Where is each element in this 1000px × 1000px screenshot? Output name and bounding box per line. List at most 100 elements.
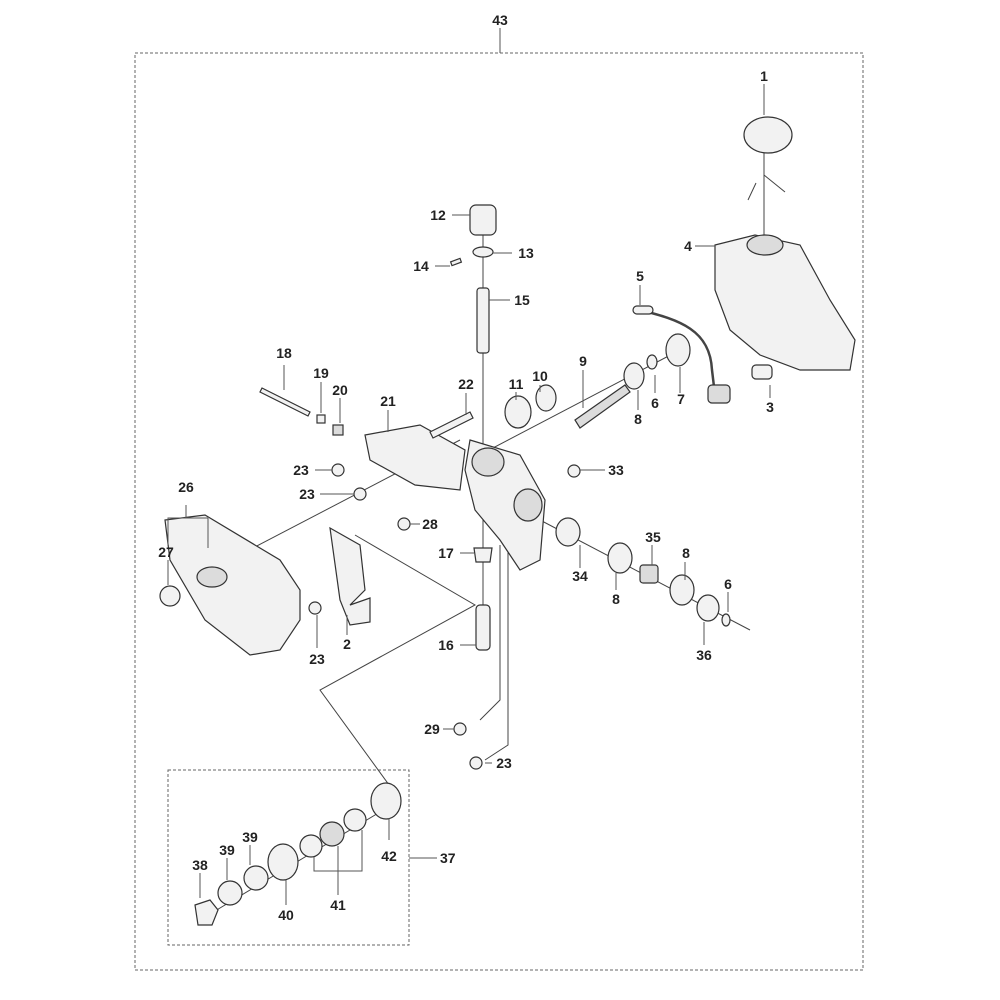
callout-2: 2 bbox=[343, 636, 351, 652]
callout-36: 36 bbox=[696, 647, 712, 663]
part-bearing-upper bbox=[623, 362, 645, 390]
part-housing-bore bbox=[471, 447, 505, 477]
callout-39-b: 39 bbox=[242, 829, 258, 845]
part-screw-29 bbox=[453, 722, 467, 736]
part-plate bbox=[316, 414, 326, 424]
callout-8-lower-right: 8 bbox=[682, 545, 690, 561]
part-pinion bbox=[555, 517, 581, 547]
callout-4: 4 bbox=[684, 238, 692, 254]
part-bearing-lower-1 bbox=[607, 542, 633, 574]
part-oil-hose bbox=[639, 308, 717, 396]
part-worm-gear bbox=[476, 287, 490, 354]
callout-16: 16 bbox=[438, 637, 454, 653]
part-screw-22 bbox=[429, 411, 474, 439]
part-washer-41b bbox=[343, 808, 367, 832]
callout-1: 1 bbox=[760, 68, 768, 84]
callout-20: 20 bbox=[332, 382, 348, 398]
callout-29: 29 bbox=[424, 721, 440, 737]
part-cap-strap bbox=[747, 174, 786, 201]
part-hose-fitting bbox=[707, 384, 731, 404]
callout-13: 13 bbox=[518, 245, 534, 261]
part-washer-41a bbox=[299, 834, 323, 858]
callout-40: 40 bbox=[278, 907, 294, 923]
axis-bolt23 bbox=[484, 545, 509, 761]
part-guard-plate bbox=[329, 526, 371, 626]
part-washer-39b bbox=[243, 865, 269, 891]
callout-10: 10 bbox=[532, 368, 548, 384]
part-nipple bbox=[751, 364, 773, 380]
part-sleeve bbox=[475, 604, 491, 651]
part-tank-neck bbox=[746, 234, 784, 256]
part-long-bolt bbox=[259, 387, 311, 417]
part-snap-ring bbox=[696, 594, 720, 622]
part-washer-40 bbox=[267, 843, 299, 881]
part-bearing-lower-2 bbox=[669, 574, 695, 606]
part-bolt-38 bbox=[194, 899, 219, 926]
callout-15: 15 bbox=[514, 292, 530, 308]
callout-8-upper: 8 bbox=[634, 411, 642, 427]
part-nut bbox=[159, 585, 181, 607]
callout-12: 12 bbox=[430, 207, 446, 223]
callout-6-upper: 6 bbox=[651, 395, 659, 411]
callout-33: 33 bbox=[608, 462, 624, 478]
callout-43: 43 bbox=[492, 12, 508, 28]
part-oil-tank bbox=[714, 234, 856, 371]
callout-3: 3 bbox=[766, 399, 774, 415]
callout-39-a: 39 bbox=[219, 842, 235, 858]
axis-zigzag bbox=[319, 534, 477, 801]
callout-9: 9 bbox=[579, 353, 587, 369]
callout-26: 26 bbox=[178, 479, 194, 495]
callout-17: 17 bbox=[438, 545, 454, 561]
part-housing-bore-2 bbox=[513, 488, 543, 522]
callout-21: 21 bbox=[380, 393, 396, 409]
part-screw-23b bbox=[353, 487, 367, 501]
callout-27: 27 bbox=[158, 544, 174, 560]
part-adjuster bbox=[469, 204, 497, 236]
part-screw-33 bbox=[567, 464, 581, 478]
callout-41: 41 bbox=[330, 897, 346, 913]
part-pin bbox=[449, 257, 463, 267]
callout-6-lower: 6 bbox=[724, 576, 732, 592]
part-o-ring bbox=[472, 246, 494, 258]
callout-42: 42 bbox=[381, 848, 397, 864]
assembly-boundary bbox=[134, 52, 864, 971]
part-screw-23d bbox=[469, 756, 483, 770]
part-arm bbox=[364, 424, 466, 491]
part-shaft bbox=[574, 384, 631, 429]
callout-8-lower-left: 8 bbox=[612, 591, 620, 607]
part-clutch-drum bbox=[639, 564, 659, 584]
callout-11: 11 bbox=[509, 376, 524, 392]
part-washer-39a bbox=[217, 880, 243, 906]
part-hose-filter bbox=[632, 305, 654, 315]
callout-38: 38 bbox=[192, 857, 208, 873]
part-tensioner bbox=[332, 424, 344, 436]
part-spacer bbox=[473, 547, 493, 563]
sub-assembly-boundary bbox=[167, 769, 410, 946]
callout-19: 19 bbox=[313, 365, 329, 381]
part-cover-window bbox=[196, 566, 228, 588]
leader-lines bbox=[167, 84, 771, 905]
part-screw-28 bbox=[397, 517, 411, 531]
callout-34: 34 bbox=[572, 568, 588, 584]
callout-22: 22 bbox=[458, 376, 474, 392]
part-screw-23c bbox=[308, 601, 322, 615]
part-circlip-lower bbox=[721, 613, 731, 627]
callout-14: 14 bbox=[413, 258, 429, 274]
part-disc-42 bbox=[370, 782, 402, 820]
axis-shaft-upper bbox=[469, 349, 681, 461]
callout-23-d: 23 bbox=[496, 755, 512, 771]
callout-23-c: 23 bbox=[309, 651, 325, 667]
callout-5: 5 bbox=[636, 268, 644, 284]
part-washer bbox=[535, 384, 557, 412]
callout-37: 37 bbox=[440, 850, 456, 866]
callout-18: 18 bbox=[276, 345, 292, 361]
part-circlip-upper bbox=[646, 354, 658, 370]
part-seal bbox=[665, 333, 691, 367]
callout-7: 7 bbox=[677, 391, 685, 407]
callout-23-a: 23 bbox=[293, 462, 309, 478]
callout-28: 28 bbox=[422, 516, 438, 532]
part-sprocket bbox=[319, 821, 345, 847]
part-bearing bbox=[504, 395, 532, 429]
callout-23-b: 23 bbox=[299, 486, 315, 502]
